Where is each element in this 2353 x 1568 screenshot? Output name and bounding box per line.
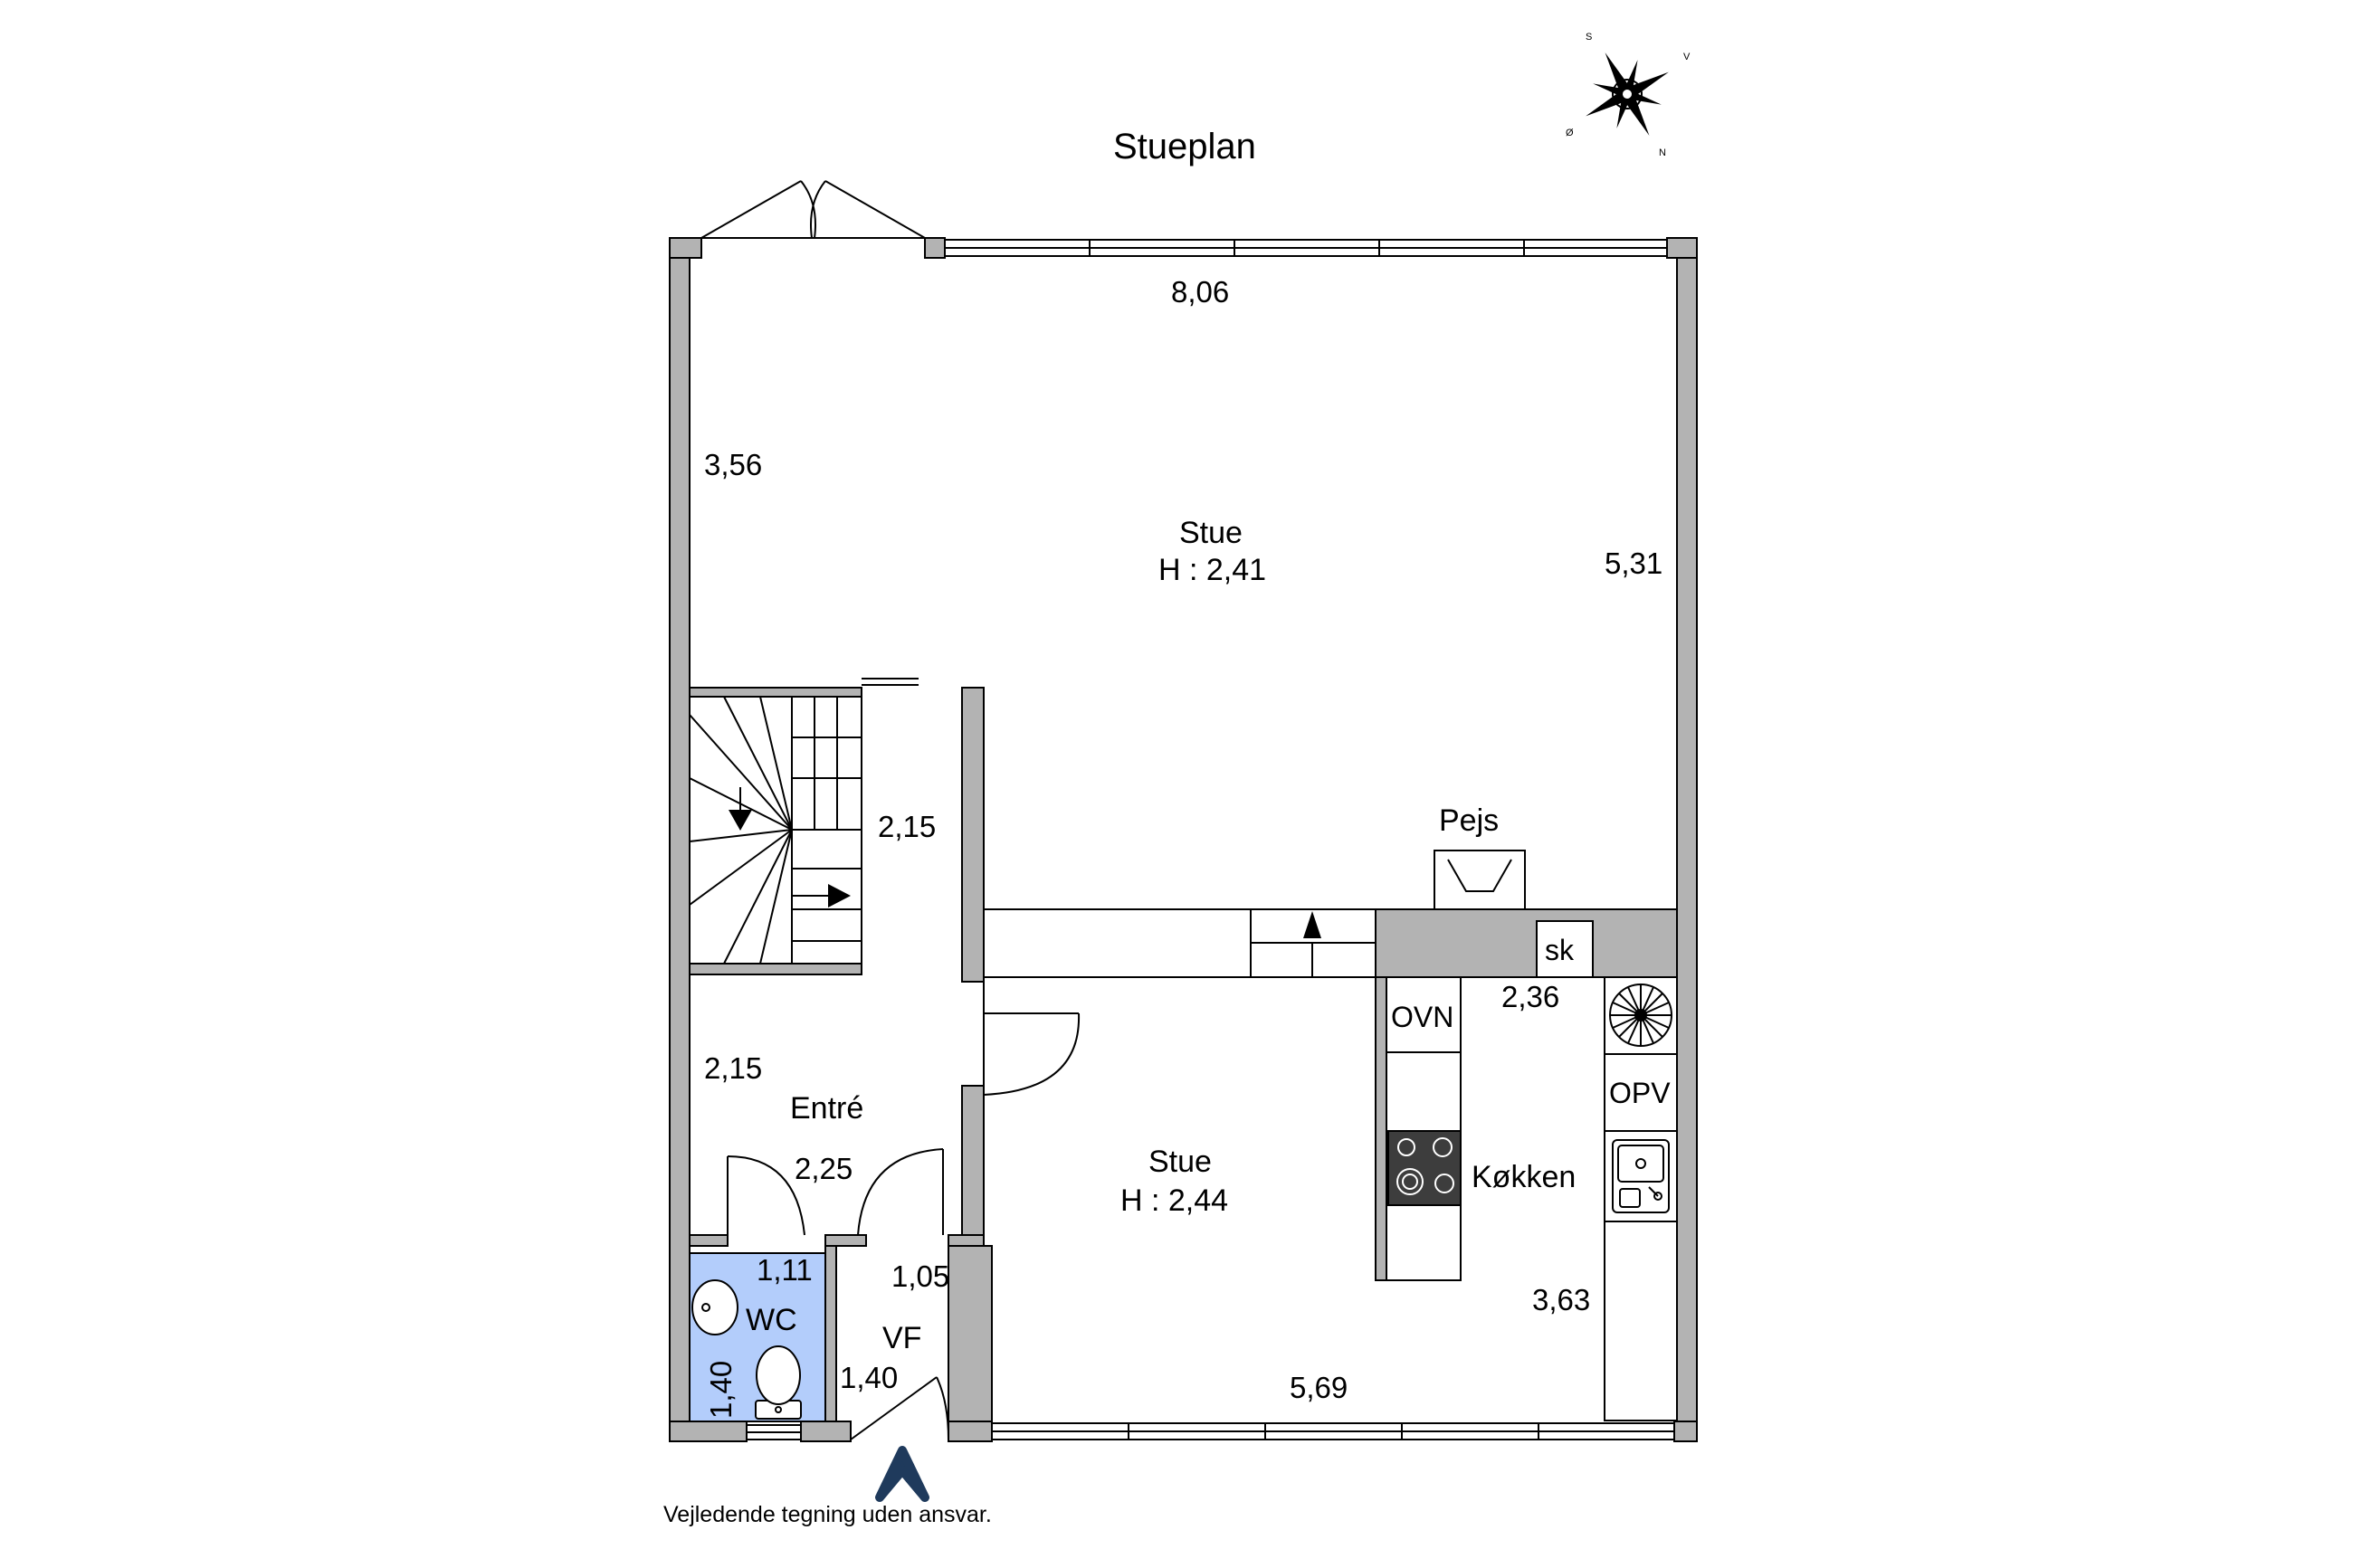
dim-left-upper: 3,56	[704, 448, 762, 481]
interior-lines	[862, 678, 1376, 978]
interior-walls	[689, 687, 1678, 1422]
bottom-window	[991, 1422, 1675, 1440]
plan-title: Stueplan	[1113, 127, 1256, 166]
room-wc-name: WC	[746, 1303, 797, 1337]
dim-entre-depth: 2,25	[795, 1152, 853, 1185]
dim-kitchen-top: 2,36	[1501, 980, 1559, 1013]
basin-icon	[691, 1279, 738, 1335]
staircase	[689, 696, 862, 965]
room-vf-name: VF	[882, 1321, 921, 1355]
step-up-arrow-icon	[1303, 911, 1321, 938]
dim-entre-width: 2,15	[704, 1051, 762, 1085]
compass-label-v: V	[1683, 52, 1691, 62]
doors	[727, 982, 1081, 1440]
room-stue-upper-name: Stue	[1179, 516, 1243, 550]
compass-label-o: Ø	[1566, 128, 1574, 138]
wc-window	[746, 1424, 802, 1440]
room-stue-lower-name: Stue	[1148, 1145, 1212, 1179]
fixture-sk-label: sk	[1545, 934, 1575, 966]
room-kokken-name: Køkken	[1472, 1160, 1576, 1194]
dim-right-upper: 5,31	[1605, 546, 1662, 580]
compass-label-n: N	[1659, 147, 1666, 158]
dim-stair: 2,15	[878, 810, 936, 843]
dim-wc-width: 1,11	[757, 1253, 813, 1287]
wc-fixtures	[691, 1279, 802, 1420]
fixture-ovn-label: OVN	[1391, 1001, 1453, 1033]
fixture-opv-label: OPV	[1609, 1077, 1671, 1109]
dim-vf-width: 1,05	[891, 1259, 949, 1293]
extractor-fan-icon	[1609, 984, 1672, 1047]
stair-down-arrow-icon	[729, 810, 752, 831]
terrace-door-icon	[700, 180, 926, 239]
sink-icon	[1612, 1139, 1670, 1213]
dim-wc-depth: 1,40	[704, 1361, 738, 1419]
dim-top: 8,06	[1171, 275, 1229, 309]
top-window	[944, 239, 1668, 257]
dim-kitchen-side: 3,63	[1532, 1283, 1590, 1316]
fixture-pejs-label: Pejs	[1439, 803, 1499, 838]
room-entre-name: Entré	[790, 1091, 863, 1126]
entrance-arrow-icon	[875, 1446, 929, 1502]
hob-icon	[1387, 1130, 1462, 1206]
dim-bottom: 5,69	[1290, 1371, 1348, 1404]
stair-right-arrow-icon	[828, 884, 851, 908]
fireplace-icon	[1434, 850, 1526, 910]
room-stue-lower-height: H : 2,44	[1120, 1183, 1228, 1218]
dim-vf-depth: 1,40	[840, 1361, 898, 1394]
compass-label-s: S	[1586, 32, 1592, 43]
room-stue-upper-height: H : 2,41	[1158, 553, 1266, 587]
step-section	[1250, 908, 1377, 978]
compass-rose-icon	[1586, 52, 1669, 136]
disclaimer-text: Vejledende tegning uden ansvar.	[663, 1502, 992, 1527]
